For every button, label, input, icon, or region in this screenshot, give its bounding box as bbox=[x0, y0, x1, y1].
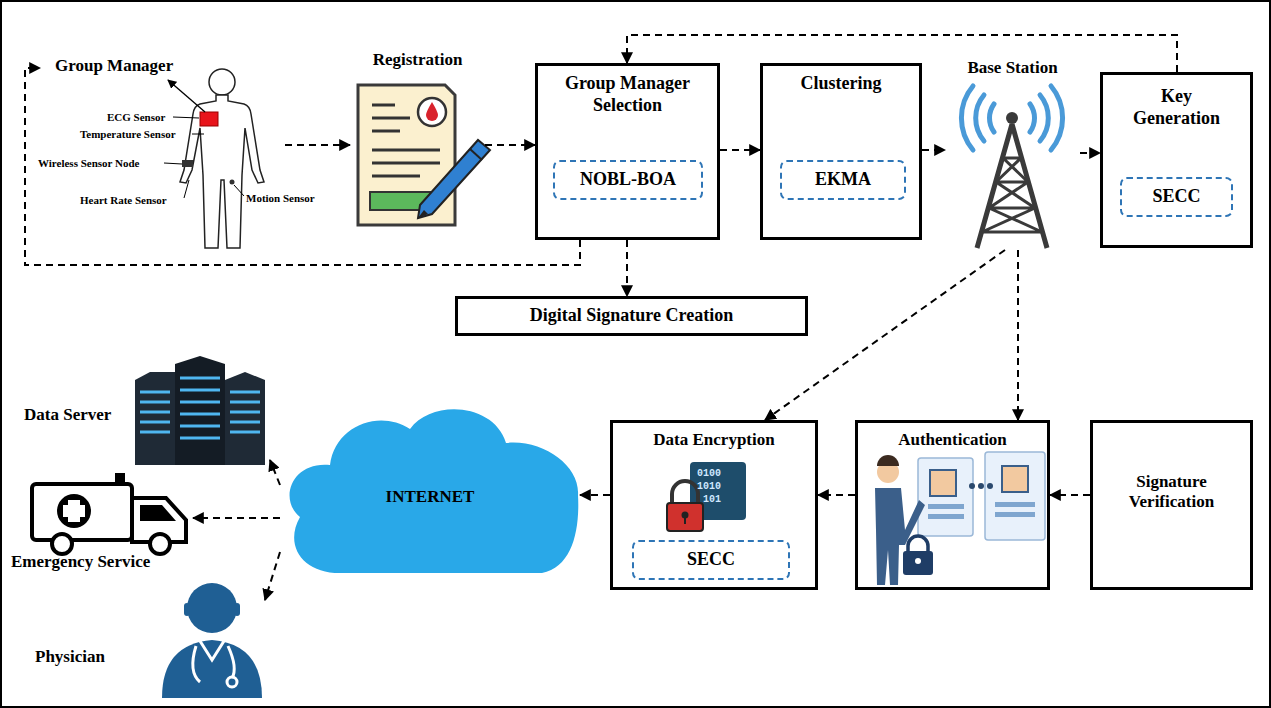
process-box: Data EncryptionSECC bbox=[610, 420, 818, 590]
node-label: Registration bbox=[350, 50, 485, 70]
dashed-arrow bbox=[193, 517, 280, 519]
method-label: SECC bbox=[1122, 179, 1231, 215]
dashed-arrow bbox=[818, 494, 855, 496]
binary-digits: 0100 bbox=[697, 468, 721, 479]
node-label: Authentication bbox=[860, 430, 1045, 450]
method-box: NOBL-BOA bbox=[553, 160, 703, 200]
physician-icon bbox=[162, 583, 262, 698]
node-label: Key Generation bbox=[1118, 86, 1235, 129]
registration-node: Registration bbox=[350, 48, 485, 230]
emergency-service: Emergency Service bbox=[8, 465, 193, 580]
process-box: Authentication bbox=[855, 420, 1050, 590]
method-box: SECC bbox=[1120, 177, 1233, 217]
registration-form-icon bbox=[358, 85, 490, 225]
process-box: Group Manager SelectionNOBL-BOA bbox=[535, 63, 720, 240]
dashed-arrow bbox=[25, 68, 580, 265]
dashed-arrow bbox=[626, 240, 628, 296]
dashed-arrow bbox=[265, 552, 280, 600]
dashed-arrow bbox=[922, 149, 945, 151]
data-server: Data Server bbox=[20, 355, 270, 468]
dashed-arrow bbox=[1050, 494, 1090, 496]
node-label: Group Manager bbox=[55, 56, 225, 76]
method-label: NOBL-BOA bbox=[555, 162, 701, 198]
base-station: Base Station bbox=[945, 58, 1080, 250]
physician: Physician bbox=[30, 575, 265, 697]
sensor-label: Wireless Sensor Node bbox=[38, 157, 139, 169]
node-label: Signature Verification bbox=[1098, 472, 1245, 513]
binary-digits: 1010 bbox=[697, 481, 721, 492]
internet-cloud: INTERNET bbox=[280, 395, 580, 590]
dashed-arrow bbox=[627, 35, 1177, 72]
node-label: Data Encryption bbox=[615, 430, 813, 450]
node-label: INTERNET bbox=[320, 487, 540, 507]
node-label: Digital Signature Creation bbox=[458, 299, 805, 333]
dashed-arrow bbox=[580, 494, 610, 496]
method-box: SECC bbox=[632, 540, 790, 580]
base-station-tower bbox=[961, 86, 1062, 248]
sensor-label: ECG Sensor bbox=[107, 111, 165, 123]
body-figure bbox=[164, 69, 264, 248]
method-label: SECC bbox=[634, 542, 788, 578]
node-label: Physician bbox=[35, 647, 145, 667]
dashed-arrow bbox=[720, 149, 760, 151]
node-label: Emergency Service bbox=[11, 552, 191, 572]
node-label: Base Station bbox=[945, 58, 1080, 78]
encryption-icon bbox=[667, 462, 746, 531]
server-icon bbox=[135, 356, 265, 465]
method-label: EKMA bbox=[782, 162, 904, 198]
process-box: Signature Verification bbox=[1090, 420, 1253, 590]
sensor-label: Temperature Sensor bbox=[80, 128, 176, 140]
dashed-arrow bbox=[285, 144, 350, 146]
ambulance-icon bbox=[32, 473, 186, 554]
node-label: Clustering bbox=[765, 73, 917, 95]
node-label: Group Manager Selection bbox=[545, 73, 710, 116]
dashed-arrow bbox=[270, 460, 280, 485]
process-box: ClusteringEKMA bbox=[760, 63, 922, 240]
dashed-arrow bbox=[1017, 250, 1019, 420]
group-manager: Group Manager bbox=[40, 52, 285, 255]
process-box: Digital Signature Creation bbox=[455, 296, 808, 336]
dashed-arrow bbox=[485, 144, 535, 146]
sensor-label: Motion Sensor bbox=[246, 192, 315, 204]
node-label: Data Server bbox=[24, 405, 142, 425]
dashed-arrow bbox=[1080, 152, 1100, 154]
binary-digits: 101 bbox=[703, 494, 721, 505]
sensor-label: Heart Rate Sensor bbox=[80, 194, 167, 206]
method-box: EKMA bbox=[780, 160, 906, 200]
process-box: Key GenerationSECC bbox=[1100, 72, 1253, 248]
authentication-icon bbox=[875, 452, 1045, 585]
